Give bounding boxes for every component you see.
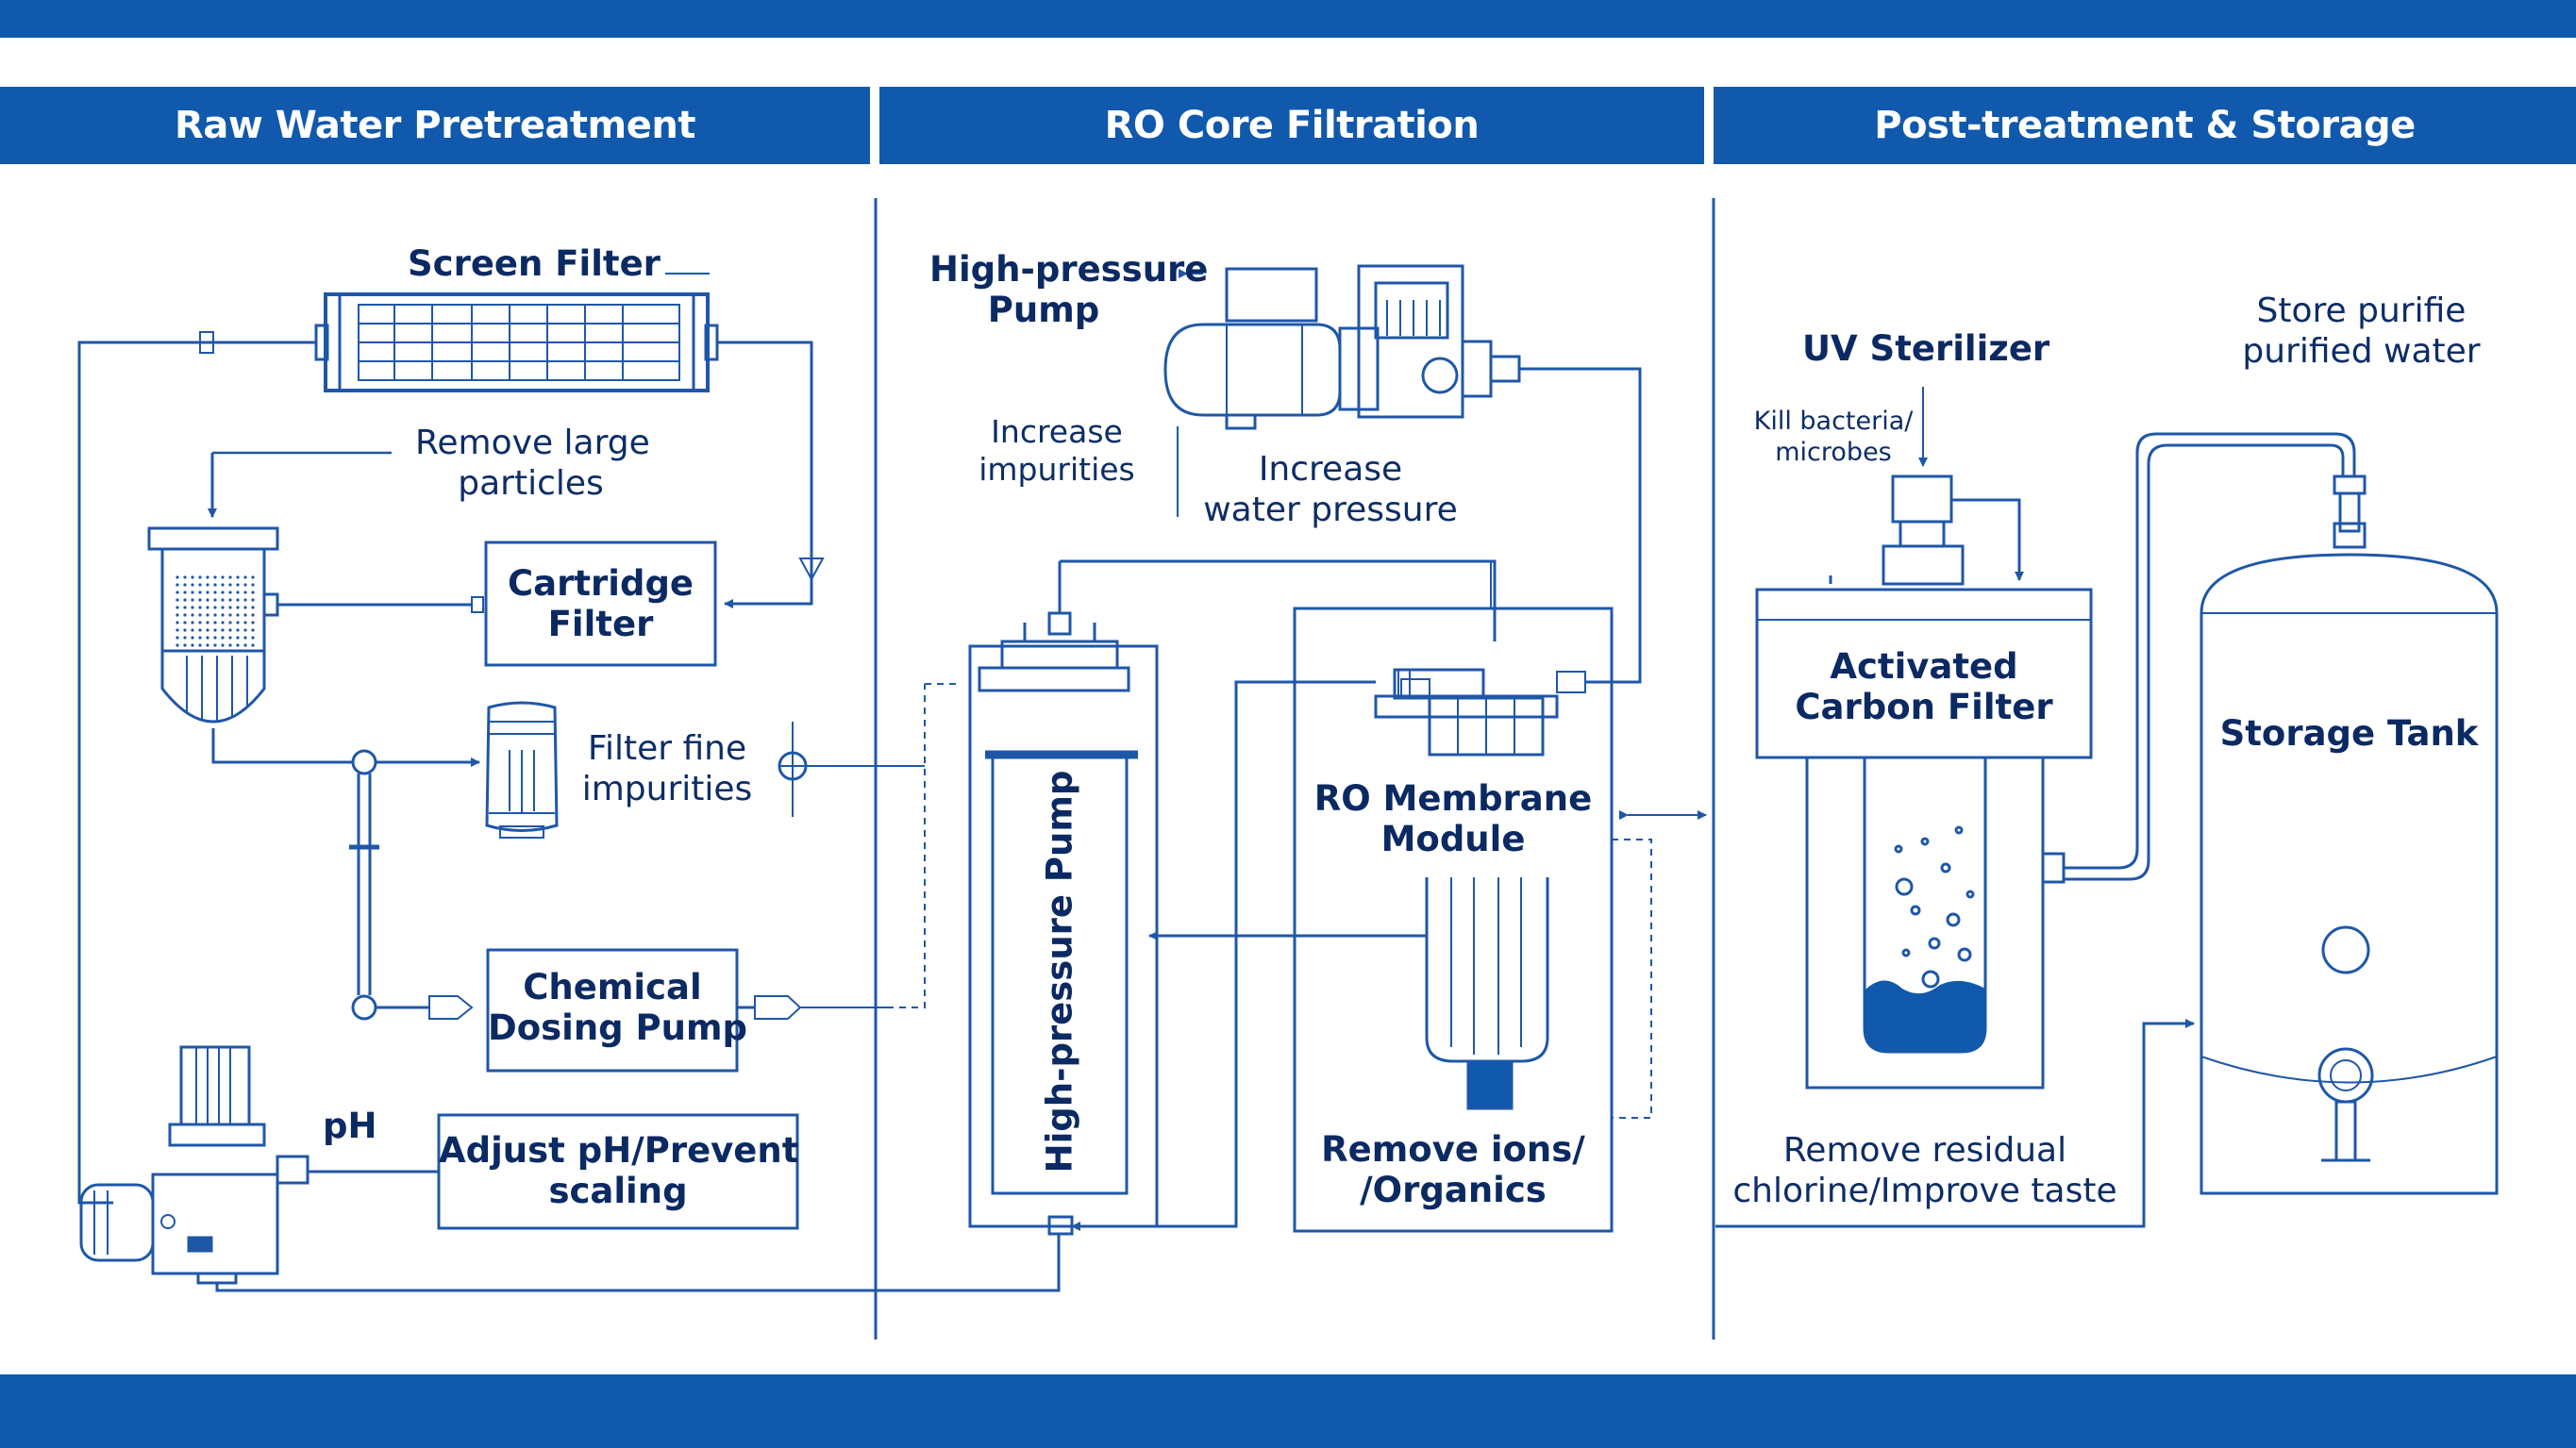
activated-carbon-label: Activated Carbon Filter	[1757, 646, 2091, 727]
store-water-note: Store purifie purified water	[2227, 291, 2496, 372]
cartridge-filter-label: Cartridge Filter	[486, 563, 715, 644]
pump-line-2: Pump	[987, 290, 1100, 330]
ro-membrane-label: RO Membrane Module	[1295, 778, 1612, 859]
pump-line-1: High-pressure	[929, 249, 1209, 290]
fine-filter-note: Filter fine impurities	[577, 728, 757, 809]
storage-tank-icon	[2200, 474, 2499, 1195]
screen-note-line-1: Remove large	[415, 424, 650, 462]
bottom-band	[0, 1374, 2576, 1448]
pressure-line-2: water pressure	[1203, 491, 1458, 529]
uv-sterilizer-icon	[1829, 474, 1965, 586]
ph-tag: pH	[323, 1106, 377, 1146]
feed-pump-motor-icon	[79, 1045, 309, 1285]
adjust-ph-label: Adjust pH/Prevent scaling	[439, 1130, 799, 1211]
dosing-line-2: Dosing Pump	[488, 1007, 748, 1048]
activated-carbon-filter-icon	[1755, 588, 2093, 1090]
store-line-1: Store purifie	[2256, 291, 2467, 330]
ions-line-1: Remove ions/	[1321, 1129, 1585, 1170]
screen-note-line-2: particles	[458, 464, 604, 503]
membrane-line-2: Module	[1380, 819, 1526, 859]
adjust-line-2: scaling	[548, 1171, 688, 1211]
fine-filter-icon	[485, 701, 559, 839]
screen-filter-label: Screen Filter	[408, 243, 661, 284]
remove-ions-label: Remove ions/ /Organics	[1295, 1129, 1612, 1210]
top-band	[0, 0, 2576, 38]
ions-line-2: /Organics	[1360, 1170, 1547, 1210]
cartridge-housing-icon	[147, 526, 279, 724]
section-header-post: Post-treatment & Storage	[1714, 87, 2576, 164]
pressure-line-1: Increase	[1258, 450, 1403, 489]
carbon-line-1: Activated	[1830, 646, 2018, 687]
cartridge-line-1: Cartridge	[507, 563, 694, 604]
increase-pressure-note: Increase water pressure	[1198, 449, 1463, 530]
dosing-line-1: Chemical	[523, 967, 702, 1007]
kill-line-1: Kill bacteria/	[1753, 407, 1914, 436]
increase-impurities-note: Increase impurities	[962, 413, 1151, 489]
cartridge-line-2: Filter	[547, 604, 654, 644]
screen-filter-note: Remove large particles	[415, 423, 650, 504]
impurities-line-2: impurities	[979, 451, 1135, 488]
chemical-dosing-label: Chemical Dosing Pump	[488, 967, 748, 1048]
fine-note-line-1: Filter fine	[587, 729, 747, 768]
kill-line-2: microbes	[1775, 438, 1892, 467]
screen-filter-icon	[314, 292, 719, 392]
ro-membrane-icon	[1374, 668, 1586, 1110]
adjust-line-1: Adjust pH/Prevent	[439, 1130, 799, 1171]
carbon-line-2: Carbon Filter	[1795, 687, 2053, 727]
chlorine-line-2: chlorine/Improve taste	[1732, 1172, 2117, 1210]
remove-chlorine-note: Remove residual chlorine/Improve taste	[1727, 1130, 2123, 1211]
impurities-line-1: Increase	[991, 413, 1123, 450]
pressure-vessel-vertical-label: High-pressure Pump	[1039, 770, 1080, 1173]
fine-note-line-2: impurities	[581, 770, 753, 808]
chlorine-line-1: Remove residual	[1782, 1131, 2067, 1170]
membrane-line-1: RO Membrane	[1313, 778, 1593, 819]
high-pressure-pump-label: High-pressure Pump	[929, 249, 1209, 330]
section-header-pretreatment: Raw Water Pretreatment	[0, 87, 870, 164]
high-pressure-pump-icon	[1163, 264, 1521, 430]
kill-bacteria-note: Kill bacteria/ microbes	[1744, 406, 1923, 468]
storage-tank-label: Storage Tank	[2219, 713, 2479, 754]
section-header-ro-core: RO Core Filtration	[879, 87, 1704, 164]
uv-sterilizer-label: UV Sterilizer	[1802, 328, 2050, 369]
store-line-2: purified water	[2242, 332, 2481, 371]
